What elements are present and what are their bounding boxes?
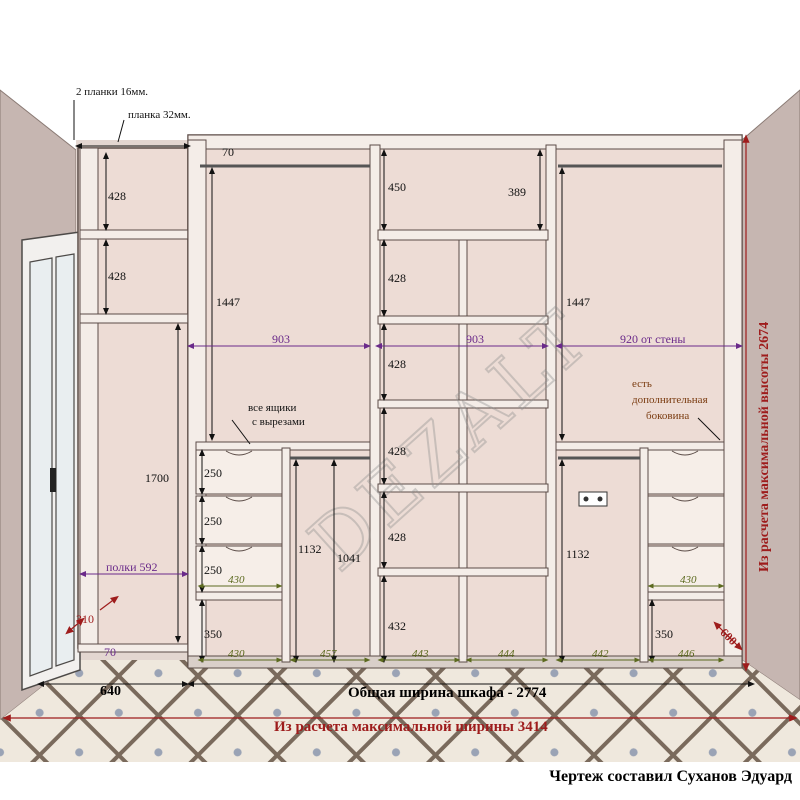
dim-sec3-drawer-width: 430	[680, 574, 697, 586]
dim-mid-top: 450	[388, 180, 406, 194]
dim-sec3-top: 1447	[566, 295, 590, 309]
dim-sec3-width: 920 от стены	[620, 332, 685, 346]
dim-mid-shelf-5: 432	[388, 619, 406, 633]
dim-mid-w1: 443	[412, 648, 429, 660]
dim-sec1-hang-width: 457	[320, 648, 337, 660]
door	[21, 231, 81, 692]
dim-total-height: Из расчета максимальной высоты 2674	[757, 322, 772, 572]
dim-sec1-base-width: 430	[228, 648, 245, 660]
note-drawers-cutouts-1: все ящики	[248, 402, 297, 414]
dim-gap-310: 310	[76, 612, 94, 626]
olive-dimension-lines	[197, 583, 725, 663]
dim-mid-w2: 444	[498, 648, 515, 660]
note-two-strips: 2 планки 16мм.	[76, 86, 148, 98]
dim-mid-shelf-1: 428	[388, 271, 406, 285]
power-socket-icon	[578, 491, 608, 507]
note-strip: планка 32мм.	[128, 109, 191, 121]
red-dimension-lines	[2, 134, 798, 722]
dim-mid-shelf-4: 428	[388, 530, 406, 544]
dim-sec3-hang-width: 442	[592, 648, 609, 660]
dim-sec1-drawer-1: 250	[204, 466, 222, 480]
dim-left-width: 640	[100, 684, 121, 699]
dim-left-hang: 1700	[145, 471, 169, 485]
dim-sec1-drawer-3: 250	[204, 563, 222, 577]
dim-mid-shelf-3: 428	[388, 444, 406, 458]
dim-sec1-hang-inner: 1041	[337, 551, 361, 565]
note-extra-side-1: есть	[632, 378, 652, 390]
dim-total-width: Из расчета максимальной ширины 3414	[274, 719, 548, 735]
note-extra-side-2: дополнительная	[632, 394, 708, 406]
dim-bottom-70: 70	[104, 645, 116, 659]
dim-sec1-drawer-2: 250	[204, 514, 222, 528]
dim-sec3-base-width: 446	[678, 648, 695, 660]
left-niche	[77, 147, 191, 653]
dim-left-niche-mid: 428	[108, 269, 126, 283]
purple-dimension-lines	[79, 343, 743, 577]
note-extra-side-3: боковина	[646, 410, 689, 422]
dim-mid-width: 903	[466, 332, 484, 346]
dim-mid-top-right: 389	[508, 185, 526, 199]
dim-sec3-base: 350	[655, 627, 673, 641]
dim-sec1-hang-outer: 1132	[298, 542, 322, 556]
dim-shelf-592: полки 592	[106, 560, 158, 574]
dim-left-top-70: 70	[222, 145, 234, 159]
dim-left-niche-top: 428	[108, 189, 126, 203]
dim-sec1-width: 903	[272, 332, 290, 346]
dim-sec3-hang: 1132	[566, 547, 590, 561]
dim-mid-shelf-2: 428	[388, 357, 406, 371]
dim-sec1-drawer-width: 430	[228, 574, 245, 586]
wardrobe-body	[187, 134, 743, 669]
dim-sec1-base: 350	[204, 627, 222, 641]
black-dimension-lines	[37, 100, 755, 687]
dim-wardrobe-width: Общая ширина шкафа - 2774	[348, 685, 547, 701]
note-drawers-cutouts-2: с вырезами	[252, 416, 305, 428]
dim-sec1-top: 1447	[216, 295, 240, 309]
drawing-credit: Чертеж составил Суханов Эдуард	[549, 768, 792, 785]
